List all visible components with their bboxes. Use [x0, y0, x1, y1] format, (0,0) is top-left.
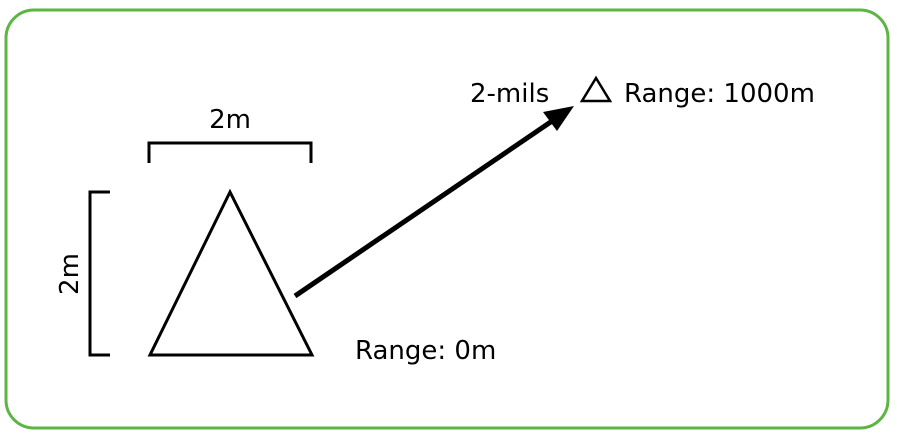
width-label: 2m	[209, 105, 251, 135]
mils-label: 2-mils	[470, 79, 549, 109]
height-bracket	[88, 190, 110, 357]
width-bracket	[147, 141, 313, 163]
near-range-label: Range: 0m	[355, 336, 496, 366]
far-triangle	[579, 75, 613, 103]
frame-border	[4, 8, 890, 430]
arrow-head	[543, 106, 574, 131]
far-range-label: Range: 1000m	[624, 79, 815, 109]
near-triangle	[147, 188, 315, 357]
arrow-line	[293, 114, 560, 299]
height-label: 2m	[55, 253, 85, 295]
